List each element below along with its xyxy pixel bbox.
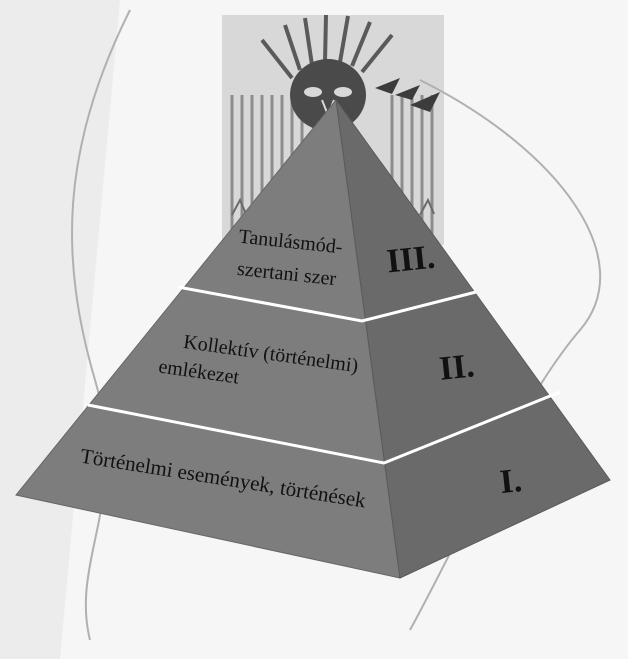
level-3-numeral: III.: [385, 239, 437, 281]
level-2-numeral: II.: [438, 347, 477, 387]
level-1-numeral: I.: [498, 462, 523, 501]
